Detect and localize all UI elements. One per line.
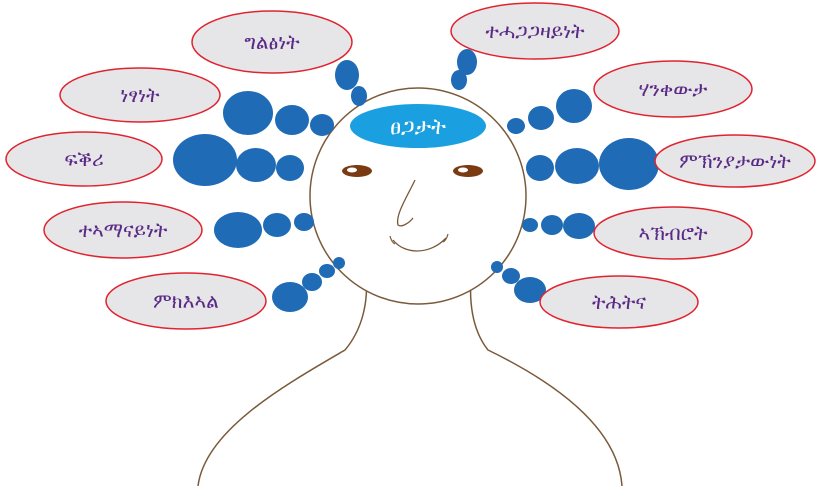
- left-eye-highlight: [347, 167, 357, 173]
- bubble-label: ተሓጋጋዛይነት: [485, 19, 585, 43]
- value-bubble-right-4: ትሕትና: [539, 275, 699, 329]
- right-eye-highlight: [458, 167, 468, 173]
- dot: [526, 155, 554, 181]
- value-bubble-left-3: ተኣማናይነት: [43, 201, 203, 259]
- nose: [396, 179, 416, 227]
- dot: [310, 114, 334, 136]
- value-bubble-top-right: ተሓጋጋዛይነት: [450, 2, 620, 60]
- bubble-label: ተኣማናይነት: [79, 218, 168, 242]
- dot: [302, 273, 322, 291]
- bubble-label: ትሕትና: [592, 290, 646, 314]
- value-bubble-right-1: ሃንቀውታ: [593, 60, 753, 118]
- value-bubble-top-left: ግልፅነት: [191, 10, 353, 74]
- dot: [335, 60, 359, 90]
- left-eye: [342, 165, 372, 177]
- dot: [275, 105, 309, 135]
- value-bubble-right-2: ምኽንያታውነት: [654, 134, 816, 188]
- shoulders-outline-right: [469, 267, 623, 486]
- dot: [236, 148, 276, 182]
- dot: [276, 155, 304, 181]
- dot: [507, 118, 525, 134]
- dot: [556, 89, 592, 123]
- bubble-label: ምኽንያታውነት: [679, 149, 791, 173]
- dot: [599, 138, 659, 190]
- mouth-dimple-right: [442, 233, 449, 243]
- value-bubble-left-1: ነፃነት: [59, 67, 221, 123]
- dot: [173, 134, 237, 186]
- dot: [522, 218, 538, 232]
- dot: [528, 106, 554, 130]
- dot: [555, 148, 599, 184]
- shoulders-outline: [197, 269, 368, 486]
- bubble-label: ኣኽብሮት: [638, 221, 708, 245]
- bubble-label: ፍቕሪ: [64, 147, 103, 171]
- bubble-label: ምክእኣል: [153, 289, 219, 313]
- dot: [457, 49, 477, 75]
- center-label: ፀጋታት: [390, 115, 446, 140]
- mouth: [392, 237, 447, 252]
- mouth-dimple-left: [389, 235, 396, 245]
- dot: [502, 268, 520, 284]
- bubble-label: ግልፅነት: [244, 30, 300, 54]
- value-bubble-right-3: ኣኽብሮት: [593, 206, 753, 260]
- bubble-label: ሃንቀውታ: [639, 77, 708, 101]
- dot: [491, 261, 503, 273]
- head: [309, 87, 527, 305]
- dot: [319, 264, 335, 278]
- dot: [514, 277, 546, 303]
- dot: [563, 213, 595, 239]
- dot: [541, 215, 563, 235]
- dot: [272, 282, 308, 312]
- dot: [214, 212, 262, 248]
- dot: [351, 86, 367, 106]
- dot: [263, 213, 291, 237]
- center-ellipse: [350, 104, 486, 148]
- dot: [223, 91, 273, 135]
- value-bubble-left-2: ፍቕሪ: [5, 131, 163, 187]
- dot: [333, 257, 345, 269]
- value-bubble-left-4: ምክእኣል: [105, 272, 267, 330]
- dot: [294, 213, 314, 231]
- right-eye: [453, 165, 483, 177]
- bubble-label: ነፃነት: [120, 83, 160, 107]
- dot: [451, 70, 467, 90]
